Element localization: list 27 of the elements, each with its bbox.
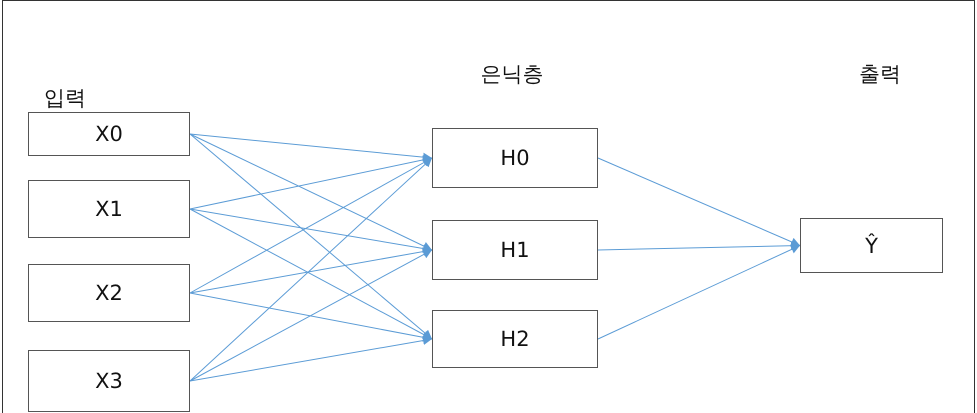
- column-heading: 은닉층: [480, 61, 544, 88]
- node-label: X3: [95, 369, 123, 393]
- column-heading: 입력: [44, 85, 86, 112]
- node-label: X0: [95, 122, 123, 146]
- arrow: [190, 134, 432, 340]
- arrow: [190, 336, 432, 382]
- neuron-box: [800, 218, 943, 273]
- arrow: [598, 158, 800, 246]
- arrow: [190, 134, 432, 250]
- arrow: [190, 158, 432, 382]
- column-heading: 출력: [859, 61, 901, 88]
- neuron-box: [432, 310, 598, 368]
- node-label: H0: [500, 146, 530, 170]
- arrow: [598, 245, 800, 340]
- node-label: H2: [500, 327, 530, 351]
- neuron-box: [432, 220, 598, 280]
- neuron-box: [28, 180, 190, 238]
- node-label: X2: [95, 281, 123, 305]
- node-label: X1: [95, 197, 123, 221]
- neuron-box: [28, 264, 190, 322]
- neuron-box: [28, 112, 190, 156]
- arrow: [190, 134, 432, 162]
- node-label: H1: [500, 238, 530, 262]
- node-label: Ŷ: [865, 234, 878, 258]
- neuron-box: [28, 350, 190, 412]
- arrow: [190, 250, 432, 382]
- neuron-box: [432, 128, 598, 188]
